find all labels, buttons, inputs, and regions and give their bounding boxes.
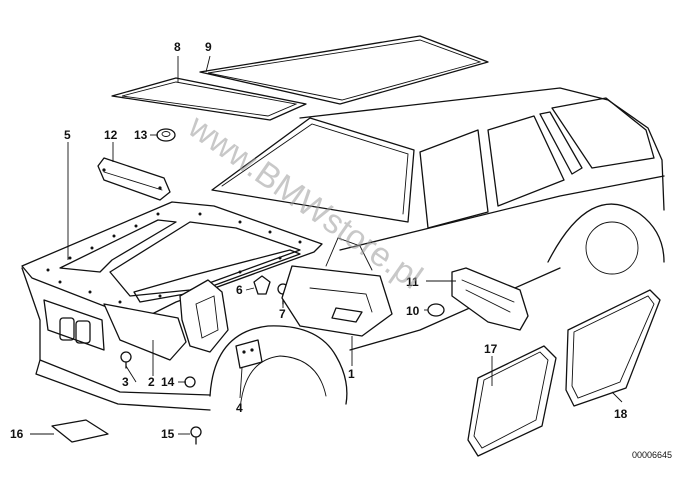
- callout-1: 1: [348, 367, 355, 381]
- part-roof-panel: [199, 35, 489, 105]
- part-hood-insulation: [21, 201, 323, 321]
- front-wheel-arch: [209, 325, 348, 405]
- hood-insulation-5: [21, 201, 323, 321]
- door-liner-17: [467, 345, 557, 457]
- hood-channel-right: [133, 249, 301, 303]
- callout-18: 18: [614, 407, 628, 421]
- blind-plug-10: [427, 303, 445, 317]
- grommet-13: [156, 128, 176, 142]
- callout-12: 12: [104, 128, 118, 142]
- fastener-15: [190, 426, 202, 438]
- headlight-area: [43, 299, 105, 351]
- roof-line: [299, 87, 665, 211]
- callout-15: 15: [161, 427, 175, 441]
- fastener-3: [120, 351, 132, 363]
- cover-plate-4: [235, 339, 263, 369]
- car-body: [21, 87, 665, 411]
- footwell-insulation-1: [281, 265, 393, 337]
- callout-13: 13: [134, 128, 148, 142]
- lower-bumper: [35, 359, 211, 411]
- callout-6: 6: [236, 283, 243, 297]
- callout-3: 3: [122, 375, 129, 389]
- callout-11: 11: [406, 275, 419, 289]
- b-pillar-window: [539, 111, 583, 175]
- door-liner-18: [565, 289, 661, 407]
- part-grommet: [156, 128, 176, 142]
- belt-line: [339, 175, 665, 251]
- hood-channel-center: [109, 221, 301, 297]
- hood-channel-left: [59, 219, 177, 273]
- roof-panel-9: [199, 35, 489, 105]
- kidney-grille-left: [59, 317, 75, 341]
- rear-quarter-window: [551, 97, 655, 169]
- leader-lines: [30, 55, 623, 435]
- callout-14: 14: [161, 375, 175, 389]
- drawing-code: 00006645: [632, 450, 672, 460]
- rear-wheel: [585, 221, 639, 275]
- kidney-grille-right: [75, 320, 91, 344]
- clip-6: [253, 275, 271, 295]
- callout-7: 7: [279, 307, 286, 321]
- trim-panel-11: [451, 267, 529, 331]
- front-side-window: [419, 129, 489, 229]
- part-fasteners: [120, 351, 202, 445]
- callout-8: 8: [174, 40, 181, 54]
- part-blind-plug: [427, 303, 445, 317]
- part-insulation-pad: [97, 157, 171, 201]
- callout-10: 10: [406, 304, 420, 318]
- part-door-liner-18: [565, 289, 661, 407]
- part-front-panel: [103, 303, 187, 361]
- callout-4: 4: [236, 401, 243, 415]
- callout-2: 2: [148, 375, 155, 389]
- support-bracket: [179, 279, 229, 353]
- insulation-pad-12: [97, 157, 171, 201]
- fastener-14: [184, 376, 196, 388]
- part-sunroof-panel: [111, 77, 307, 121]
- windshield: [211, 117, 415, 223]
- roof-panel-9-inner: [207, 39, 482, 101]
- front-wheel: [239, 355, 327, 411]
- callout-16: 16: [10, 427, 24, 441]
- part-door-liner-17: [467, 345, 557, 457]
- front-panel-2: [103, 303, 187, 361]
- windshield-inner: [221, 123, 409, 215]
- callout-9: 9: [205, 40, 212, 54]
- sunroof-panel-8: [111, 77, 307, 121]
- callout-labels: 8 9 5 12 13 6 7 1 2 3 4 14 15 16 11 10 1…: [10, 40, 628, 441]
- callout-17: 17: [484, 342, 498, 356]
- part-pad-16: [51, 419, 109, 443]
- part-trim-panel: [451, 267, 529, 331]
- sunroof-panel-8-inner: [121, 81, 298, 117]
- rear-wheel-arch: [547, 203, 665, 263]
- callout-5: 5: [64, 128, 71, 142]
- rear-side-window: [487, 115, 565, 207]
- pad-16: [51, 419, 109, 443]
- part-footwell-insulation: [281, 237, 393, 337]
- part-bracket: [179, 279, 263, 369]
